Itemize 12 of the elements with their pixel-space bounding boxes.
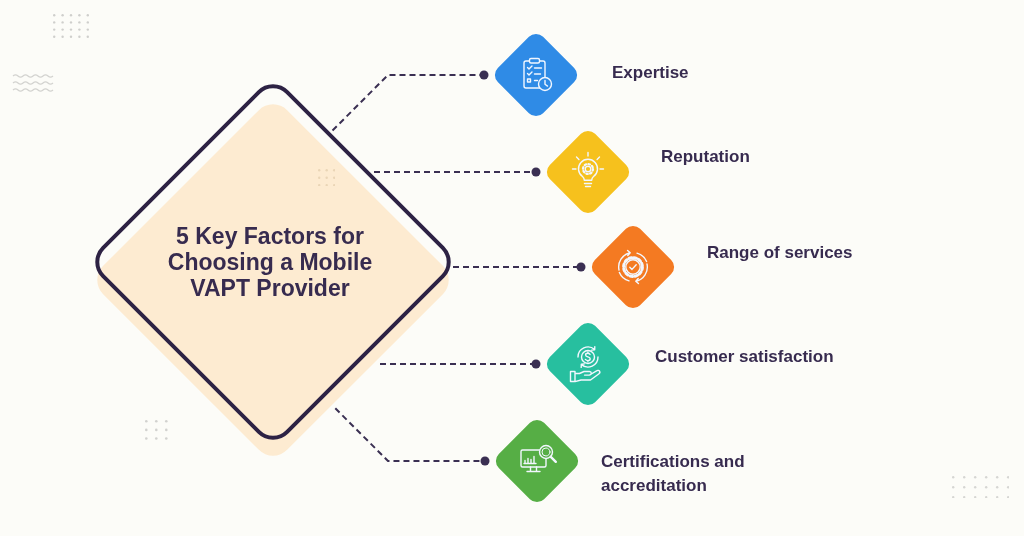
factor-label: Customer satisfaction — [655, 346, 834, 368]
factor-label: Expertise — [612, 62, 689, 84]
title-diamond — [94, 83, 452, 458]
dashed-connector — [373, 167, 541, 177]
factor-label: Certifications and accreditation — [601, 451, 746, 497]
dashed-connector — [379, 359, 541, 369]
dashed-connector — [452, 262, 586, 272]
dashed-connector — [331, 70, 489, 132]
title-text: 5 Key Factors for Choosing a Mobile VAPT Provider — [167, 223, 373, 301]
dashed-connector — [334, 407, 490, 466]
factor-label: Range of services — [707, 242, 853, 264]
factor-label: Reputation — [661, 146, 750, 168]
